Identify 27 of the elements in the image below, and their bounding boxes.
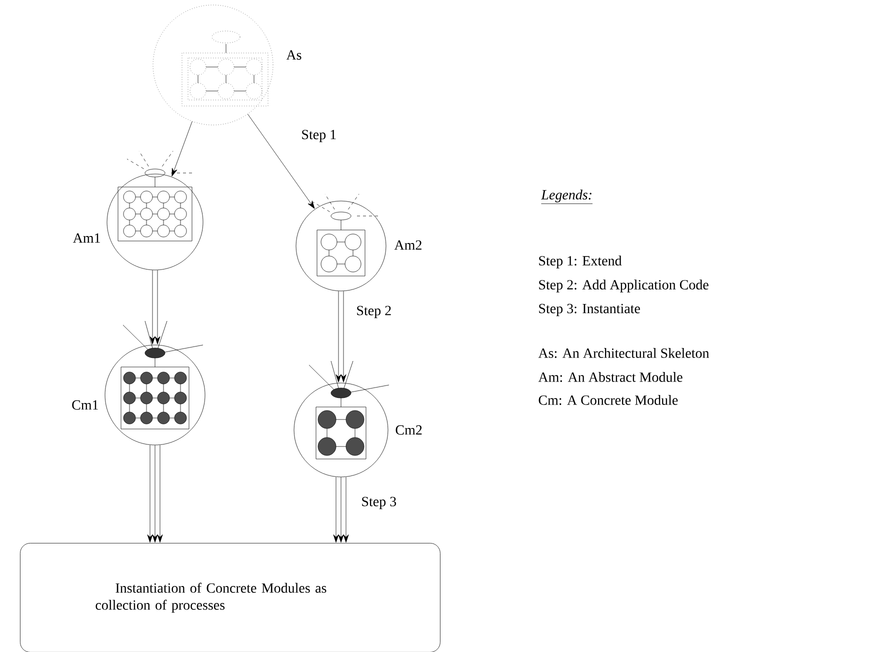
legend-entry: Am: An Abstract Module: [538, 372, 682, 382]
module-label: Am1: [72, 233, 100, 243]
legend-entry: Cm: A Concrete Module: [538, 395, 678, 405]
module-circle: [296, 200, 386, 292]
legend-entry: Step 3: Instantiate: [539, 304, 640, 316]
edge-label: Step 3: [362, 496, 396, 510]
legend-heading: Legends:: [541, 190, 593, 204]
arrow: [248, 114, 315, 209]
legend-entry: As: An Architectural Skeleton: [538, 348, 710, 358]
module-label: As: [286, 50, 302, 60]
legend-entry: Step 2: Add Application Code: [539, 280, 708, 292]
edge-label: Step 2: [357, 306, 391, 318]
module-circle: [106, 174, 204, 270]
arrow: [333, 477, 349, 543]
module-circle: [294, 382, 388, 478]
module-label: Cm2: [396, 425, 422, 435]
module-circle: [104, 344, 206, 446]
arrow: [336, 291, 346, 382]
module-label: Am2: [394, 240, 422, 250]
process-box: Instantiation of Concrete Modules as collection of processes: [20, 543, 440, 652]
module-circle: [152, 4, 274, 126]
edge-label: Step 1: [302, 130, 336, 142]
arrow: [147, 445, 163, 543]
module-label: Cm1: [72, 400, 98, 410]
arrow: [150, 270, 160, 344]
legend-entry: Step 1: Extend: [539, 256, 622, 268]
arrow: [172, 121, 192, 176]
